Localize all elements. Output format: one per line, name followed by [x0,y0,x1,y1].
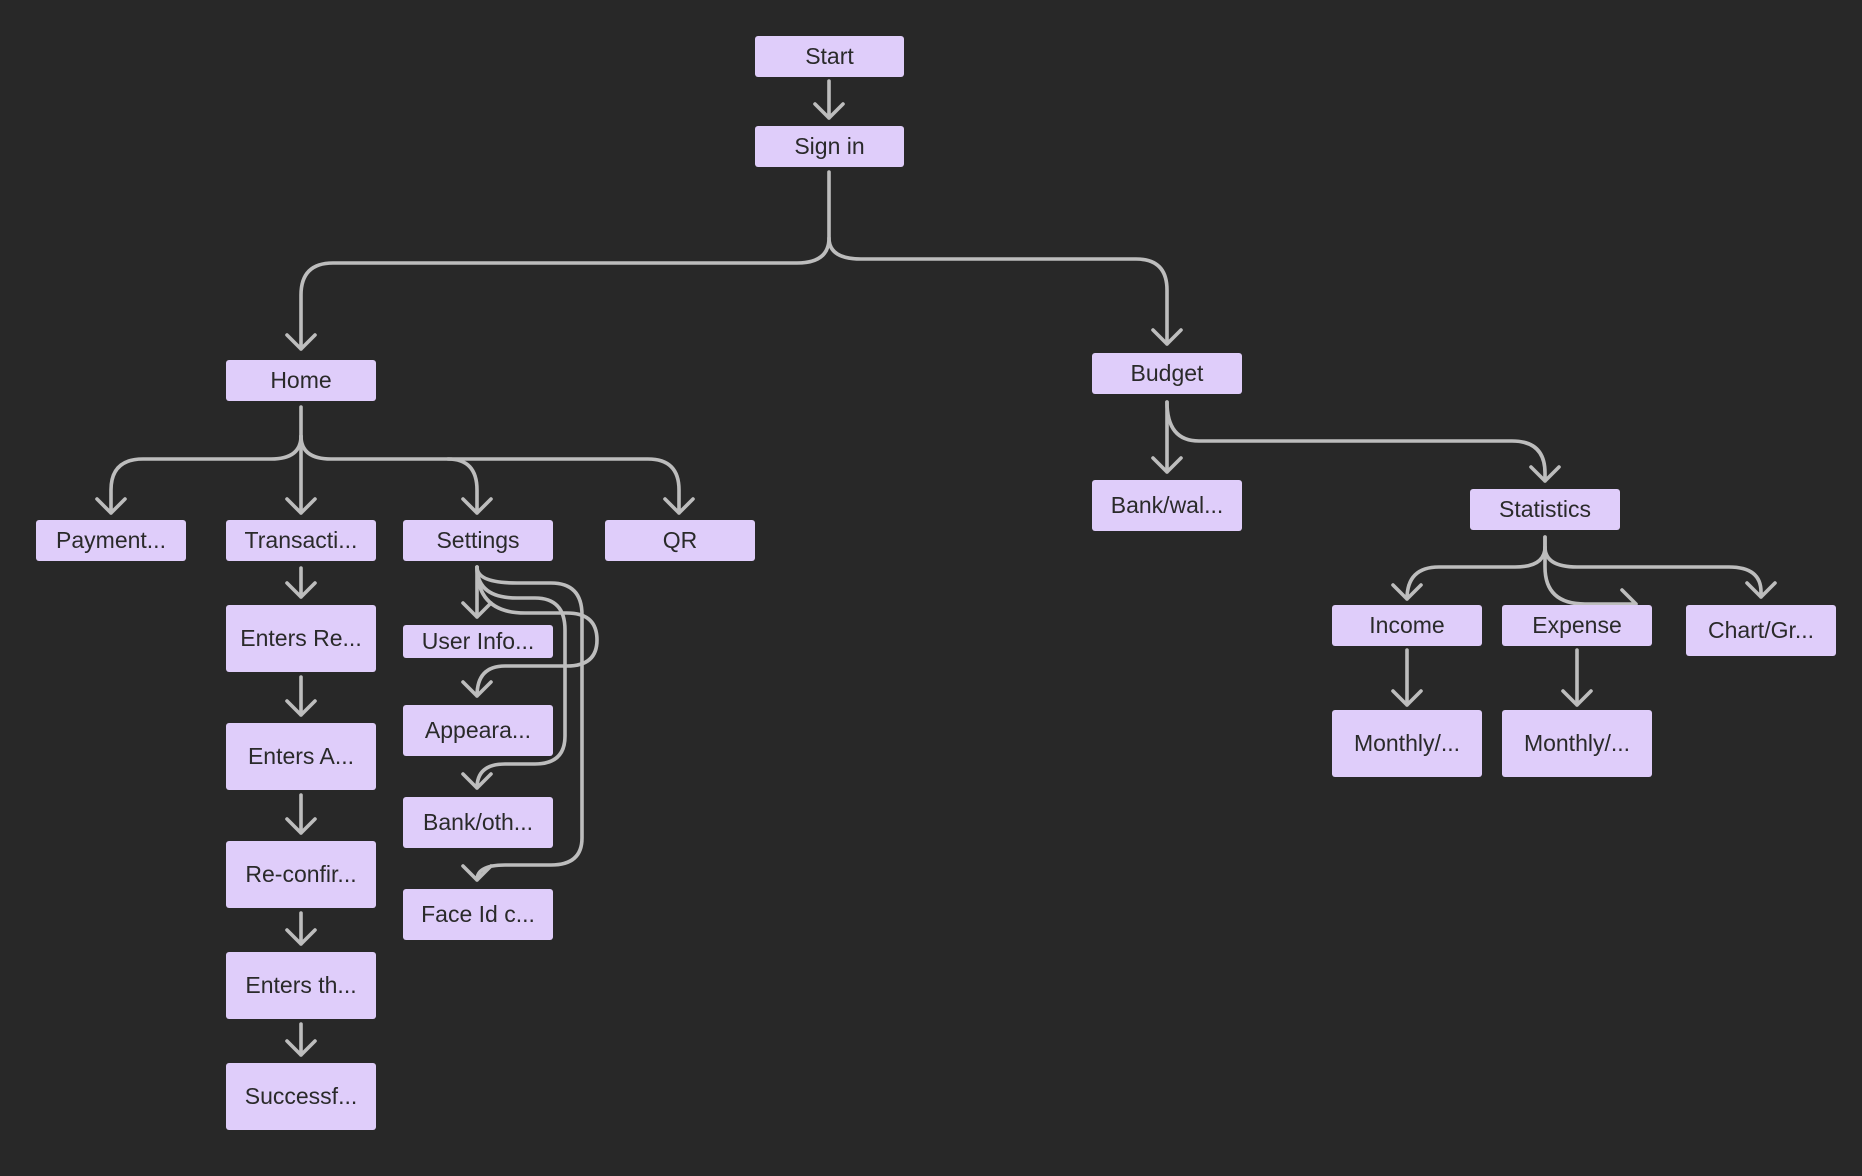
edge-settings-faceid [461,565,584,882]
node-qr[interactable]: QR [605,520,755,561]
edge-budget-statistics [1165,400,1561,483]
edge-start-signin [813,79,845,120]
edge-entersre-entersa [285,675,317,717]
node-transaction[interactable]: Transacti... [226,520,376,561]
node-reconfirm[interactable]: Re-confir... [226,841,376,908]
edge-settings-appearance [461,565,599,698]
node-start[interactable]: Start [755,36,904,77]
node-budget[interactable]: Budget [1092,353,1242,394]
edge-expense-monthly [1561,648,1593,707]
edge-statistics-chart [1543,545,1777,599]
edge-income-monthly [1391,648,1423,707]
edge-reconfirm-entersth [285,911,317,946]
edge-entersth-successful [285,1022,317,1057]
node-bank-wallet[interactable]: Bank/wal... [1092,480,1242,531]
edge-signin-home [285,170,831,351]
node-appearance[interactable]: Appeara... [403,705,553,756]
edge-home-payment [95,405,303,515]
edge-settings-bankother [461,565,567,790]
edge-transaction-entersre [285,566,317,599]
node-successful[interactable]: Successf... [226,1063,376,1130]
node-sign-in[interactable]: Sign in [755,126,904,167]
node-settings[interactable]: Settings [403,520,553,561]
node-enters-re[interactable]: Enters Re... [226,605,376,672]
node-user-info[interactable]: User Info... [403,625,553,658]
node-chart-graph[interactable]: Chart/Gr... [1686,605,1836,656]
node-bank-other[interactable]: Bank/oth... [403,797,553,848]
edge-home-transaction [285,434,317,515]
node-face-id[interactable]: Face Id c... [403,889,553,940]
node-income[interactable]: Income [1332,605,1482,646]
node-enters-th[interactable]: Enters th... [226,952,376,1019]
node-home[interactable]: Home [226,360,376,401]
node-payment[interactable]: Payment... [36,520,186,561]
edge-entersa-reconfirm [285,793,317,835]
node-expense[interactable]: Expense [1502,605,1652,646]
node-statistics[interactable]: Statistics [1470,489,1620,530]
edge-home-qr [446,457,695,515]
edge-home-settings [299,434,493,515]
node-monthly-income[interactable]: Monthly/... [1332,710,1482,777]
node-monthly-expense[interactable]: Monthly/... [1502,710,1652,777]
edge-signin-budget [827,236,1183,346]
edge-statistics-income [1391,535,1547,601]
node-enters-a[interactable]: Enters A... [226,723,376,790]
